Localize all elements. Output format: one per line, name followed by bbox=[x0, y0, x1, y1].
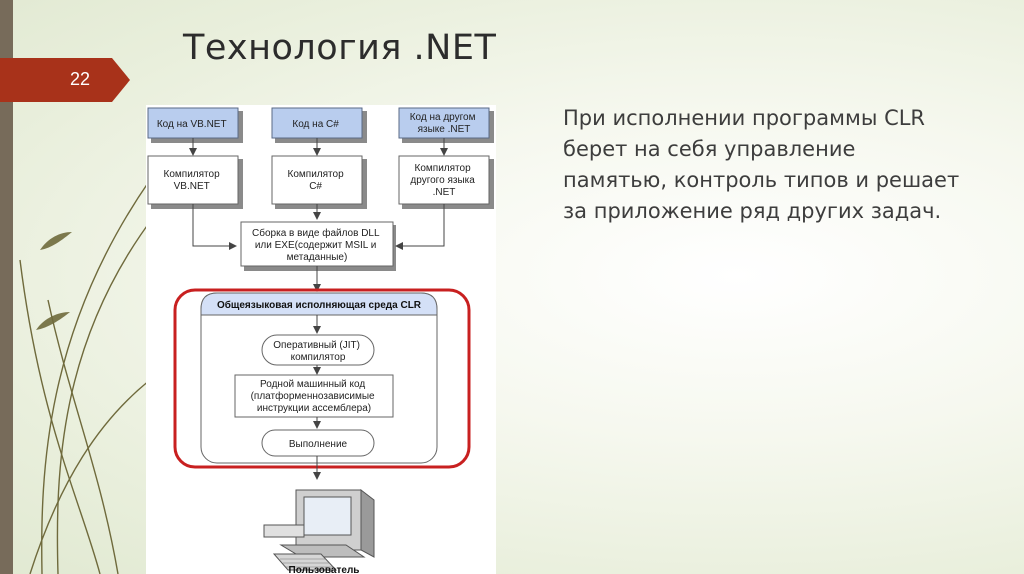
assembly-line3: метаданные) bbox=[287, 252, 348, 263]
slide-title: Технология .NET bbox=[183, 28, 496, 68]
assembly-line2: или EXE(содержит MSIL и bbox=[255, 240, 377, 251]
compiler-other-line1: Компилятор bbox=[415, 163, 472, 174]
jit-line2: компилятор bbox=[291, 352, 346, 363]
dotnet-clr-diagram: Код на VB.NET Код на C# Код на другом яз… bbox=[146, 105, 496, 574]
compiler-csharp-line2: C# bbox=[309, 181, 322, 192]
compiler-box-vbnet bbox=[148, 156, 238, 204]
compiler-vbnet-line2: VB.NET bbox=[174, 181, 210, 192]
execution-label: Выполнение bbox=[289, 439, 348, 450]
native-line3: инструкции ассемблера) bbox=[257, 402, 371, 414]
code-label-other-line1: Код на другом bbox=[410, 112, 476, 123]
slide-body-text: При исполнении программы CLR берет на се… bbox=[563, 103, 963, 227]
jit-line1: Оперативный (JIT) bbox=[273, 340, 360, 351]
code-label-other-line2: языке .NET bbox=[418, 124, 471, 135]
slide-number: 22 bbox=[70, 69, 90, 90]
slide-number-badge: 22 bbox=[0, 58, 130, 102]
compiler-other-line2: другого языка bbox=[410, 175, 475, 186]
native-line1: Родной машинный код bbox=[260, 379, 365, 390]
compiler-vbnet-line1: Компилятор bbox=[164, 169, 221, 180]
user-label: Пользователь bbox=[289, 565, 360, 574]
assembly-line1: Сборка в виде файлов DLL bbox=[252, 227, 380, 239]
svg-text:Родной машинный код (пла: Родной машинный код (платформеннозависим… bbox=[251, 379, 378, 414]
compiler-other-line3: .NET bbox=[433, 187, 456, 198]
native-line2: (платформеннозависимые bbox=[251, 390, 375, 402]
compiler-csharp-line1: Компилятор bbox=[288, 169, 345, 180]
compiler-box-csharp bbox=[272, 156, 362, 204]
code-label-csharp: Код на C# bbox=[292, 119, 339, 130]
computer-icon bbox=[264, 490, 374, 570]
code-label-vbnet: Код на VB.NET bbox=[157, 119, 227, 130]
clr-title: Общеязыковая исполняющая среда CLR bbox=[217, 299, 422, 311]
